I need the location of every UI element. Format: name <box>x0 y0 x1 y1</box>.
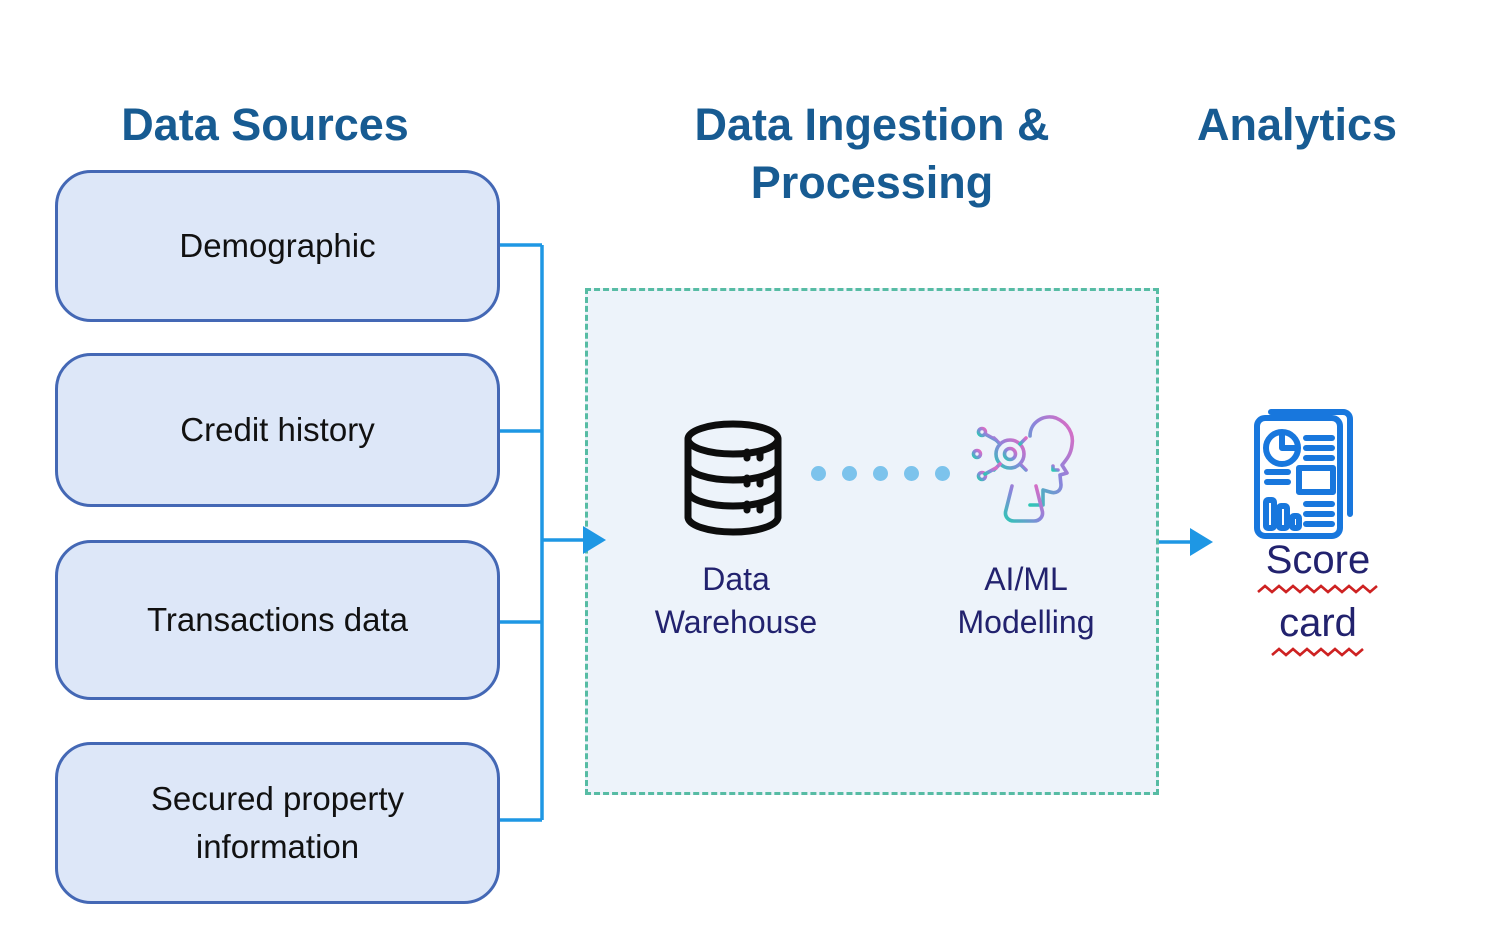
score-word: Score <box>1265 538 1371 582</box>
source-box-secured-property: Secured property information <box>55 742 500 904</box>
data-flow-dot <box>842 466 857 481</box>
source-box-label: Credit history <box>180 411 375 449</box>
spellcheck-squiggle-icon <box>1257 584 1378 594</box>
card-word: card <box>1279 601 1357 645</box>
source-box-label: Transactions data <box>146 601 409 639</box>
data-ingestion-title: Data Ingestion & Processing <box>694 99 1050 208</box>
data-flow-dot <box>935 466 950 481</box>
score-card-label: Score card <box>1228 540 1408 666</box>
database-icon <box>684 420 782 536</box>
aiml-modelling-label: AI/ML Modelling <box>957 561 1095 640</box>
data-flow-dots <box>811 466 950 481</box>
source-box-label: Demographic <box>179 227 376 265</box>
arrow-to-analytics-head <box>1190 528 1213 556</box>
source-box-demographic: Demographic <box>55 170 500 322</box>
data-flow-dot <box>811 466 826 481</box>
processing-boundary-box <box>585 288 1159 795</box>
data-flow-dot <box>873 466 888 481</box>
data-flow-dot <box>904 466 919 481</box>
spellcheck-squiggle-icon <box>1271 647 1364 657</box>
analytics-title: Analytics <box>1196 99 1398 150</box>
ai-brain-icon <box>971 415 1075 523</box>
data-warehouse-label: Data Warehouse <box>654 561 818 640</box>
source-box-transactions-data: Transactions data <box>55 540 500 700</box>
report-scorecard-icon <box>1254 409 1353 539</box>
source-box-credit-history: Credit history <box>55 353 500 507</box>
data-sources-title: Data Sources <box>121 99 409 150</box>
source-box-label: Secured property information <box>150 780 405 865</box>
